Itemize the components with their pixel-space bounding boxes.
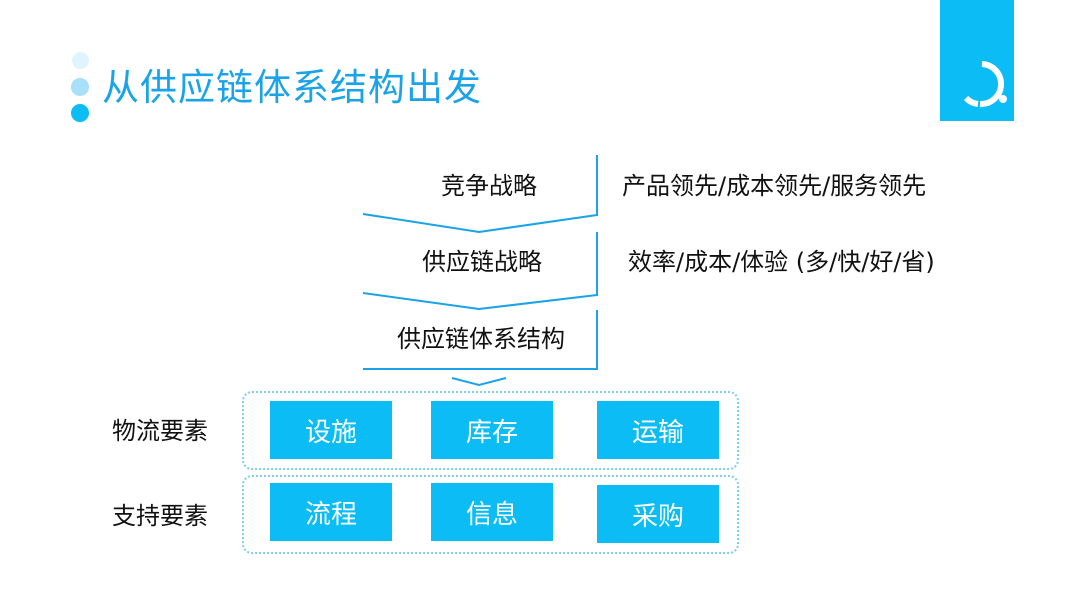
title-dot-dark bbox=[71, 104, 89, 122]
funnel-stage-1-outline bbox=[362, 155, 598, 234]
funnel-pointer bbox=[451, 377, 507, 387]
funnel-stage-2-outline bbox=[362, 232, 598, 311]
support-elements-label: 支持要素 bbox=[112, 502, 208, 530]
funnel-stage-2-description: 效率/成本/体验 (多/快/好/省) bbox=[628, 248, 935, 276]
funnel-stage-3-label: 供应链体系结构 bbox=[397, 325, 565, 353]
element-information: 信息 bbox=[431, 483, 553, 541]
funnel-stage-1-description: 产品领先/成本领先/服务领先 bbox=[622, 172, 927, 200]
brand-logo bbox=[940, 0, 1014, 121]
logistics-elements-label: 物流要素 bbox=[112, 417, 208, 445]
ring-dot-logo-icon bbox=[963, 61, 1007, 108]
title-dot-light bbox=[72, 52, 89, 69]
funnel-stage-2-label: 供应链战略 bbox=[422, 248, 542, 276]
title-dot-mid bbox=[71, 78, 89, 96]
funnel-stage-1-label: 竞争战略 bbox=[441, 172, 537, 200]
element-process: 流程 bbox=[270, 483, 392, 541]
element-facility: 设施 bbox=[270, 401, 392, 459]
element-transport: 运输 bbox=[597, 401, 719, 459]
support-elements-group bbox=[242, 475, 739, 554]
funnel-stage-3-outline bbox=[363, 310, 598, 370]
page-title: 从供应链体系结构出发 bbox=[102, 66, 482, 109]
logistics-elements-group bbox=[242, 391, 739, 470]
element-purchasing: 采购 bbox=[597, 485, 719, 543]
element-inventory: 库存 bbox=[431, 401, 553, 459]
